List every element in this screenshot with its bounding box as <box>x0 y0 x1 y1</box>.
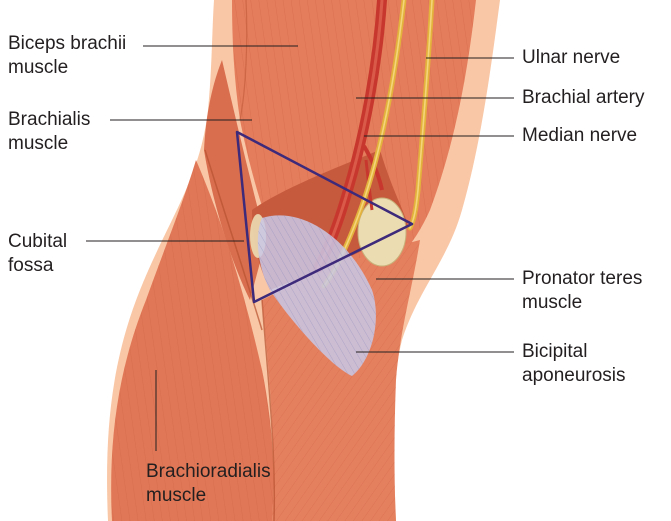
label-bicipital-aponeurosis: Bicipital aponeurosis <box>522 340 626 388</box>
label-median-nerve: Median nerve <box>522 124 637 148</box>
label-brachial-artery: Brachial artery <box>522 86 645 110</box>
label-pronator-teres: Pronator teres muscle <box>522 267 642 315</box>
label-biceps-brachii: Biceps brachii muscle <box>8 32 126 80</box>
label-ulnar-nerve: Ulnar nerve <box>522 46 620 70</box>
label-brachialis: Brachialis muscle <box>8 108 90 156</box>
label-brachioradialis: Brachioradialis muscle <box>146 460 271 508</box>
label-cubital-fossa: Cubital fossa <box>8 230 67 278</box>
